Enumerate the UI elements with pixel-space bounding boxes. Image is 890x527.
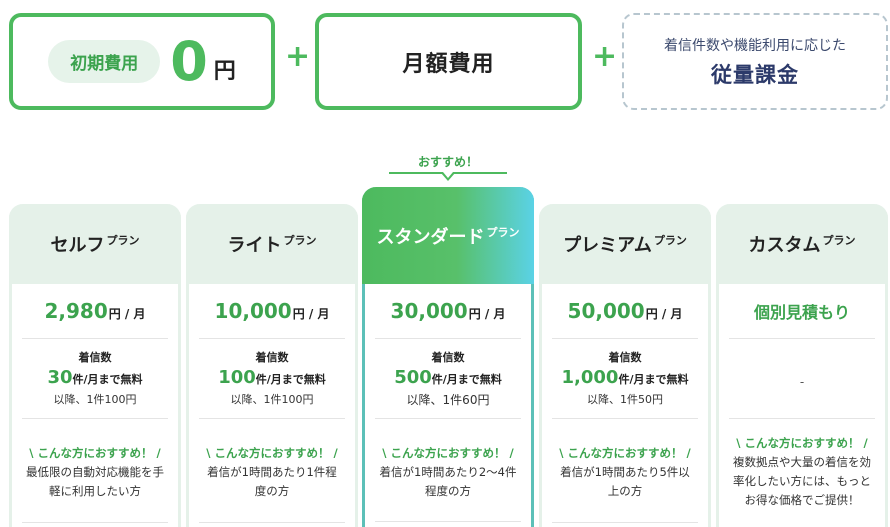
calls-free-text: 件/月まで無料 xyxy=(431,373,502,386)
recommendation-text: 複数拠点や大量の着信を効率化したい方には、もっとお得な価格でご提供！ xyxy=(733,455,871,507)
plan-suffix: プラン xyxy=(106,234,140,247)
calls-overage: 以降、1件60円 xyxy=(406,393,490,407)
plan-name: プレミアム xyxy=(563,235,652,256)
recommendation-title: \ こんな方におすすめ！ / xyxy=(29,446,161,460)
calls-quota: - xyxy=(729,339,875,419)
calls-free-text: 件/月まで無料 xyxy=(618,373,689,386)
plan-suffix: プラン xyxy=(486,225,520,239)
price-unit: 円 / 月 xyxy=(468,307,506,321)
plan-price: 個別見積もり xyxy=(729,284,875,339)
calls-overage: 以降、1件50円 xyxy=(587,393,663,406)
plan-name: ライト xyxy=(227,235,282,256)
calls-label: 着信数 xyxy=(78,351,112,364)
recommendation-text: 着信が1時間あたり2〜4件程度の方 xyxy=(379,465,517,498)
calls-label: 着信数 xyxy=(431,351,465,364)
initial-cost-value: 0 xyxy=(170,29,208,93)
recommendation-title: \ こんな方におすすめ！ / xyxy=(206,446,338,460)
calls-quota: 着信数 30件/月まで無料 以降、1件100円 xyxy=(22,339,168,419)
calls-free-count: 30 xyxy=(47,367,73,388)
usage-cost-box: 着信件数や機能利用に応じた 従量課金 xyxy=(622,13,888,110)
calls-overage: 以降、1件100円 xyxy=(53,393,137,406)
divider xyxy=(375,521,521,522)
recommendation-title: \ こんな方におすすめ！ / xyxy=(736,436,868,450)
calls-free-count: 100 xyxy=(218,367,256,388)
usage-cost-title: 従量課金 xyxy=(711,62,799,87)
initial-cost-box: 初期費用 0 円 xyxy=(9,13,275,110)
initial-cost-label: 初期費用 xyxy=(48,40,161,83)
plan-suffix: プラン xyxy=(653,234,687,247)
price-amount: 10,000 xyxy=(214,299,292,323)
recommendation-title: \ こんな方におすすめ！ / xyxy=(382,446,514,460)
price-estimate: 個別見積もり xyxy=(753,303,850,322)
calls-overage: 以降、1件100円 xyxy=(230,393,314,406)
plan-card-header: セルフプラン xyxy=(9,204,181,284)
plan-card-header: ライトプラン xyxy=(186,204,358,284)
divider xyxy=(552,522,698,523)
plan-name: カスタム xyxy=(748,235,821,256)
plus-sign: + xyxy=(592,39,618,74)
divider xyxy=(199,522,345,523)
plan-card-header: カスタムプラン xyxy=(716,204,888,284)
calls-free-text: 件/月まで無料 xyxy=(72,373,143,386)
plan-card-custom: カスタムプラン 個別見積もり - \ こんな方におすすめ！ / 複数拠点や大量の… xyxy=(716,204,888,527)
plan-name: スタンダード xyxy=(376,226,485,248)
price-amount: 30,000 xyxy=(390,299,468,323)
usage-cost-subtitle: 着信件数や機能利用に応じた xyxy=(664,37,846,54)
recommendation-text: 最低限の自動対応機能を手軽に利用したい方 xyxy=(26,465,164,498)
plan-name: セルフ xyxy=(50,235,105,256)
monthly-cost-label: 月額費用 xyxy=(402,51,495,77)
calls-not-applicable: - xyxy=(799,375,805,389)
recommendation: \ こんな方におすすめ！ / 着信が1時間あたり1件程度の方 xyxy=(199,419,345,501)
recommendation: \ こんな方におすすめ！ / 着信が1時間あたり5件以上の方 xyxy=(552,419,698,501)
plan-card-header: スタンダードプラン xyxy=(362,187,534,284)
recommendation-title: \ こんな方におすすめ！ / xyxy=(559,446,691,460)
price-unit: 円 / 月 xyxy=(108,307,146,321)
plan-suffix: プラン xyxy=(822,234,856,247)
calls-quota: 着信数 100件/月まで無料 以降、1件100円 xyxy=(199,339,345,419)
price-unit: 円 / 月 xyxy=(645,307,683,321)
recommendation-text: 着信が1時間あたり1件程度の方 xyxy=(207,465,337,498)
recommendation: \ こんな方におすすめ！ / 最低限の自動対応機能を手軽に利用したい方 xyxy=(22,419,168,501)
recommended-label: おすすめ！ xyxy=(417,155,478,169)
divider xyxy=(22,522,168,523)
price-unit: 円 / 月 xyxy=(292,307,330,321)
calls-quota: 着信数 500件/月まで無料 以降、1件60円 xyxy=(375,339,521,419)
calls-label: 着信数 xyxy=(255,351,289,364)
plan-card-header: プレミアムプラン xyxy=(539,204,711,284)
calls-free-text: 件/月まで無料 xyxy=(255,373,326,386)
recommendation: \ こんな方におすすめ！ / 複数拠点や大量の着信を効率化したい方には、もっとお… xyxy=(729,419,875,510)
calls-label: 着信数 xyxy=(608,351,642,364)
monthly-cost-box: 月額費用 xyxy=(315,13,582,110)
calls-free-count: 1,000 xyxy=(561,367,619,388)
price-amount: 2,980 xyxy=(44,299,108,323)
initial-cost-unit: 円 xyxy=(213,58,236,84)
plus-sign: + xyxy=(285,39,311,74)
calls-free-count: 500 xyxy=(394,367,432,388)
recommendation-text: 着信が1時間あたり5件以上の方 xyxy=(560,465,690,498)
calls-quota: 着信数 1,000件/月まで無料 以降、1件50円 xyxy=(552,339,698,419)
plan-suffix: プラン xyxy=(283,234,317,247)
price-amount: 50,000 xyxy=(567,299,645,323)
recommendation: \ こんな方におすすめ！ / 着信が1時間あたり2〜4件程度の方 xyxy=(375,419,521,501)
